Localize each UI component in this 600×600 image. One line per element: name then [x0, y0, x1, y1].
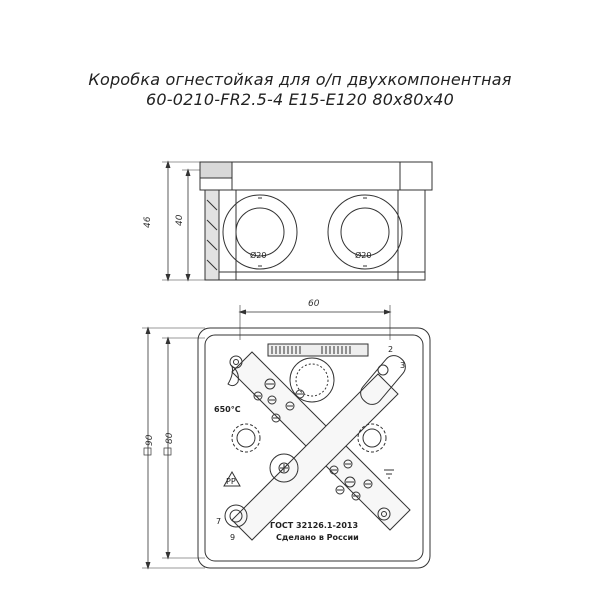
top-rail	[267, 343, 369, 357]
mount-hole-bottom-right	[377, 507, 391, 521]
side-body-outline	[204, 189, 426, 281]
ground-icon	[384, 469, 394, 479]
center-screw-plate	[269, 453, 299, 483]
knockout-hole-2	[340, 207, 390, 257]
dim-outer-90: 90	[145, 434, 155, 446]
box-outer	[197, 327, 431, 569]
hole-2-label: Ø20	[355, 250, 371, 260]
terminal-9-label: 9	[230, 533, 235, 542]
recycle-icon	[223, 470, 241, 487]
recycle-mark: PP	[226, 477, 236, 486]
side-lid-outline	[199, 161, 433, 191]
knockout-hole-1	[235, 207, 285, 257]
knockout-ring-2	[327, 194, 403, 270]
box-inner	[204, 334, 424, 562]
terminal-strip-diagonal-2	[231, 373, 399, 541]
mount-hole-top-left	[229, 355, 243, 369]
mount-slot-top-right	[360, 355, 406, 405]
gost-text: ГОСТ 32126.1-2013	[270, 521, 358, 530]
terminal-3-label: 3	[400, 361, 405, 370]
title-line-1: Коробка огнестойкая для о/п двухкомпонен…	[88, 70, 512, 89]
dim-inner-80: 80	[165, 432, 175, 444]
square-marker-90	[143, 447, 152, 456]
terminal-7-label: 7	[216, 517, 221, 526]
screw-group-lower	[329, 459, 373, 501]
screw-group-upper	[253, 378, 305, 423]
dim-width-60: 60	[308, 299, 320, 309]
ceramic-block-top	[289, 357, 335, 403]
lid-section-hatch	[199, 161, 233, 179]
hole-1-label: Ø20	[250, 250, 266, 260]
top-view	[142, 305, 431, 570]
title-line-2: 60-0210-FR2.5-4 E15-E120 80х80х40	[145, 90, 455, 109]
dim-height-40: 40	[175, 214, 185, 226]
dim-height-46: 46	[143, 216, 153, 228]
flame-icon	[227, 364, 239, 387]
side-view	[162, 160, 433, 282]
gland-left	[231, 423, 261, 453]
made-in-text: Сделано в России	[276, 533, 359, 542]
gland-right	[357, 423, 387, 453]
wall-section-hatch	[204, 189, 220, 281]
knockout-ring-1	[222, 194, 298, 270]
terminal-2-label: 2	[388, 345, 393, 354]
temperature-mark: 650°С	[214, 405, 241, 414]
square-marker-80	[163, 447, 172, 456]
mount-hole-bottom-left	[224, 504, 248, 528]
